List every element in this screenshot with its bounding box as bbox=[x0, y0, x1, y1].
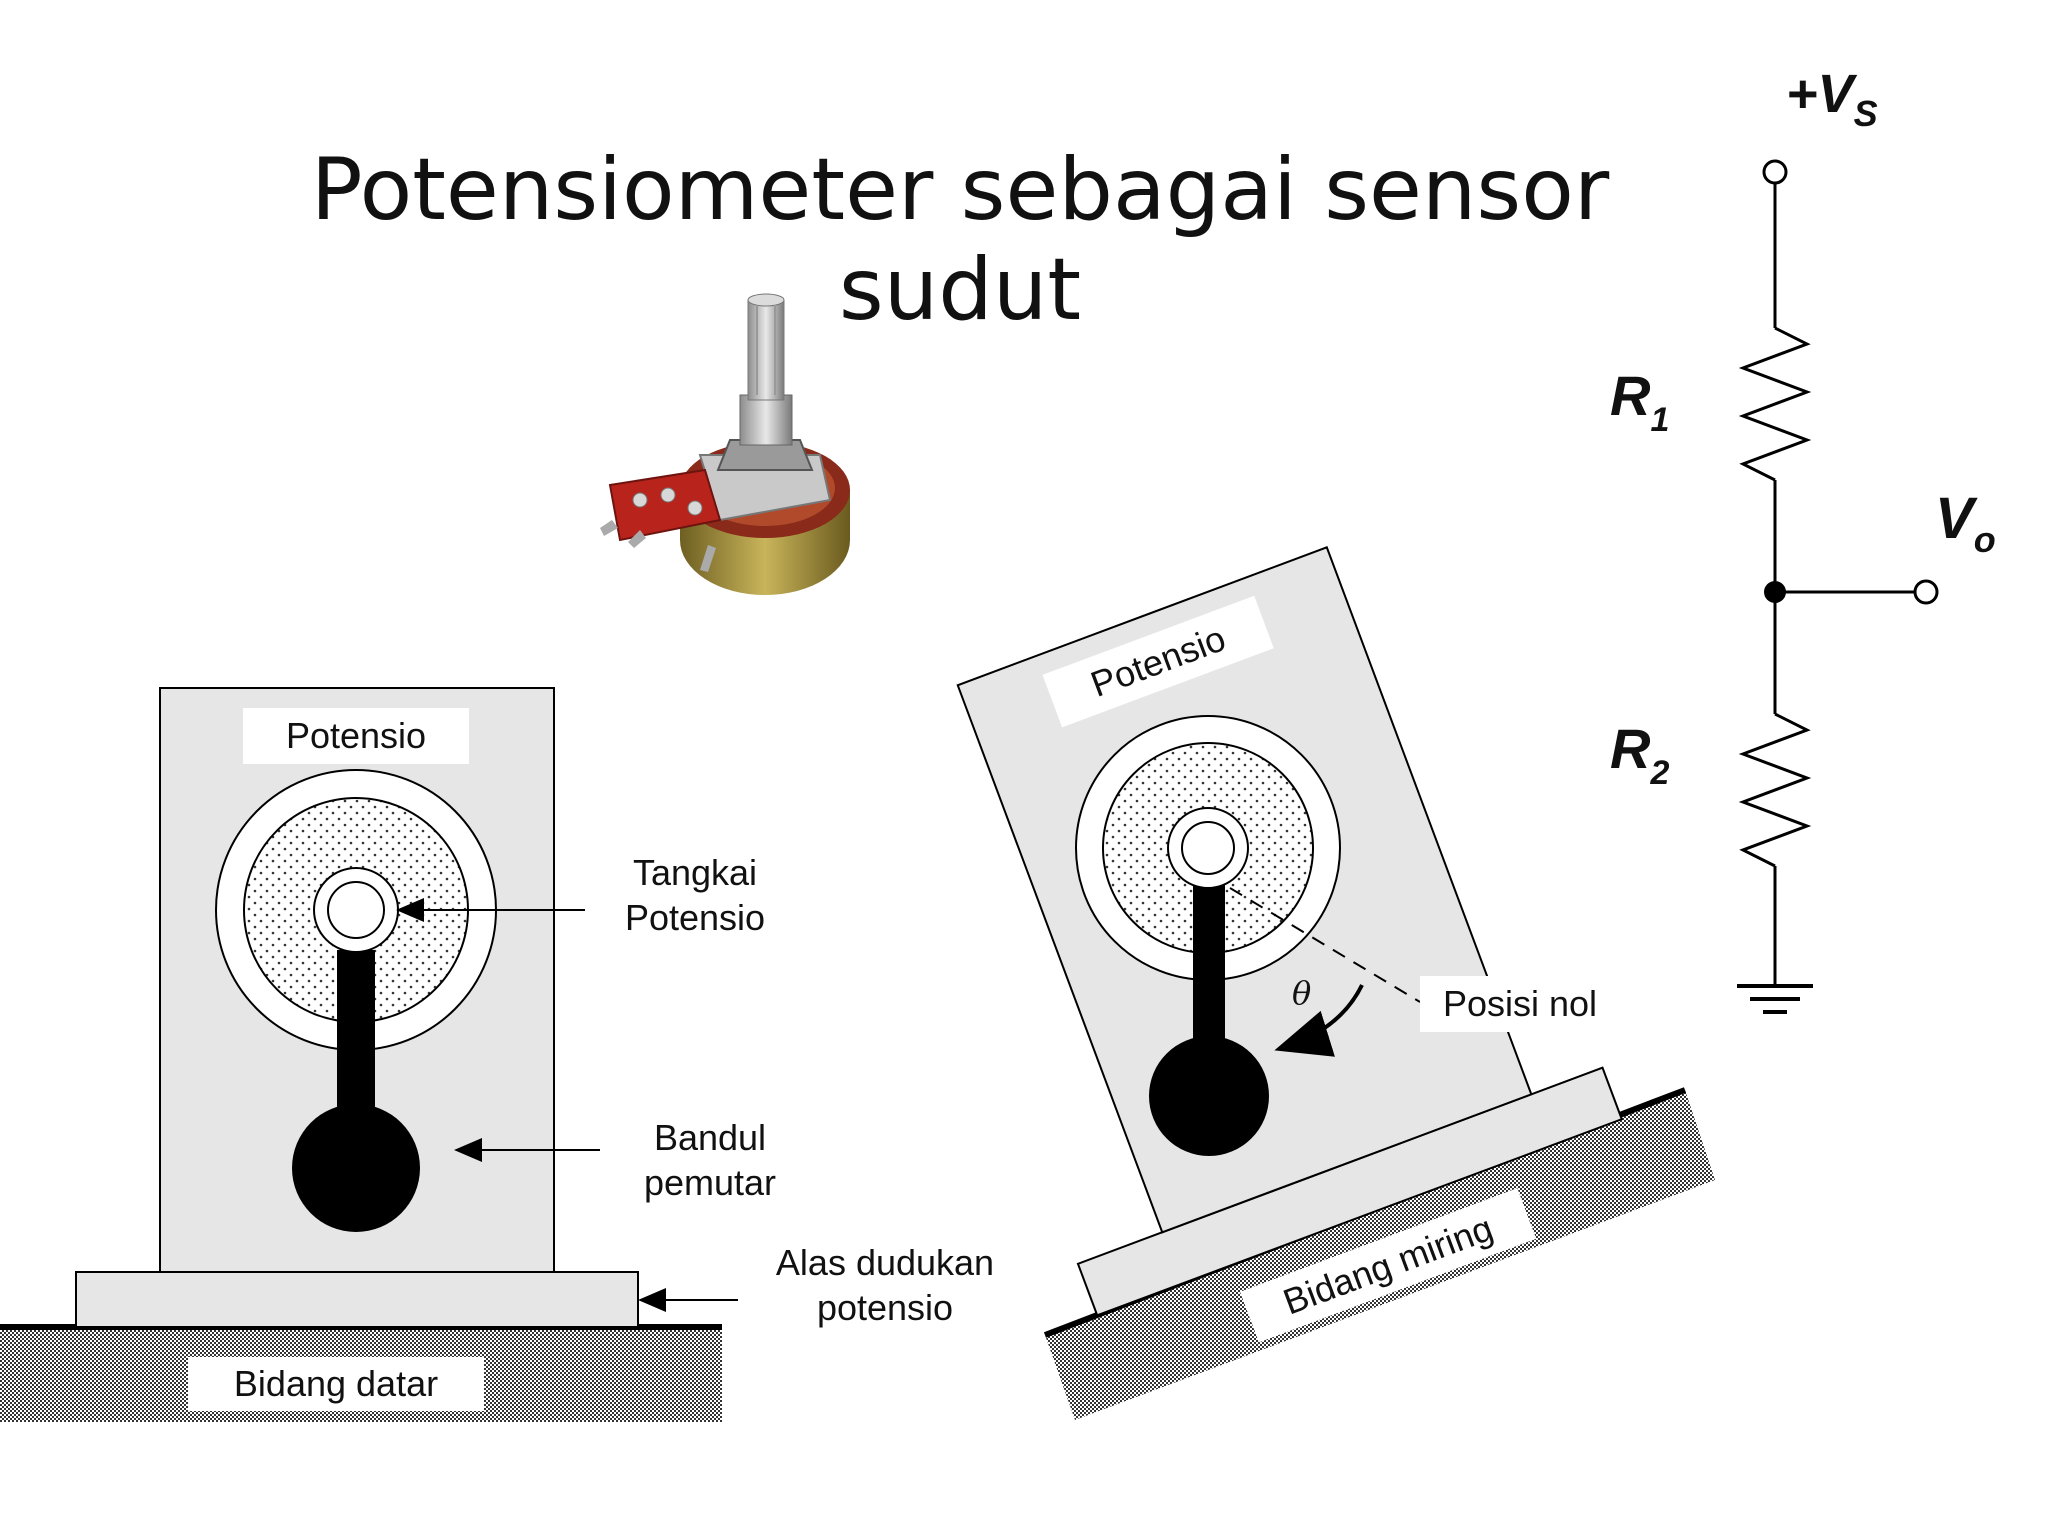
flat-base bbox=[75, 1271, 639, 1328]
zero-position-line bbox=[1229, 887, 1421, 1003]
flat-panel-label-box bbox=[243, 708, 469, 764]
pendulum-label-line1: Bandul bbox=[654, 1117, 766, 1158]
zero-position-label: Posisi nol bbox=[1443, 983, 1597, 1024]
r2-label: R2 bbox=[1610, 717, 1669, 792]
resistor-icon bbox=[1738, 712, 1812, 868]
base-label-line1: Alas dudukan bbox=[776, 1242, 994, 1283]
shaft-label-line2: Potensio bbox=[625, 897, 765, 938]
flat-pendulum bbox=[292, 1104, 420, 1232]
voltage-divider-circuit: +VS R1 Vo R2 bbox=[1610, 64, 1996, 1014]
base-label-line2: potensio bbox=[817, 1287, 953, 1328]
tilted-pendulum bbox=[1149, 1036, 1269, 1156]
supply-label: +VS bbox=[1786, 64, 1878, 134]
output-terminal bbox=[1913, 579, 1939, 605]
supply-terminal bbox=[1762, 159, 1788, 185]
tilted-setup: Potensio Bidang miring θ Posisi nol bbox=[956, 545, 1715, 1420]
r1-label: R1 bbox=[1610, 364, 1669, 439]
slide-title: Potensiometer sebagai sensor sudut bbox=[310, 140, 1610, 340]
angle-arrow bbox=[1274, 984, 1364, 1057]
pendulum-label-line2: pemutar bbox=[644, 1162, 776, 1203]
angle-symbol: θ bbox=[1292, 974, 1311, 1012]
ground-icon bbox=[1737, 984, 1813, 1014]
shaft-label-line1: Tangkai bbox=[633, 852, 757, 893]
vout-label: Vo bbox=[1935, 486, 1996, 560]
potentiometer-photo bbox=[600, 293, 850, 595]
resistor-icon bbox=[1738, 326, 1812, 482]
flat-panel-label: Potensio bbox=[286, 715, 426, 756]
flat-surface-label: Bidang datar bbox=[234, 1363, 438, 1404]
flat-setup: Potensio Bidang datar Tangkai Potensio B… bbox=[0, 687, 994, 1422]
